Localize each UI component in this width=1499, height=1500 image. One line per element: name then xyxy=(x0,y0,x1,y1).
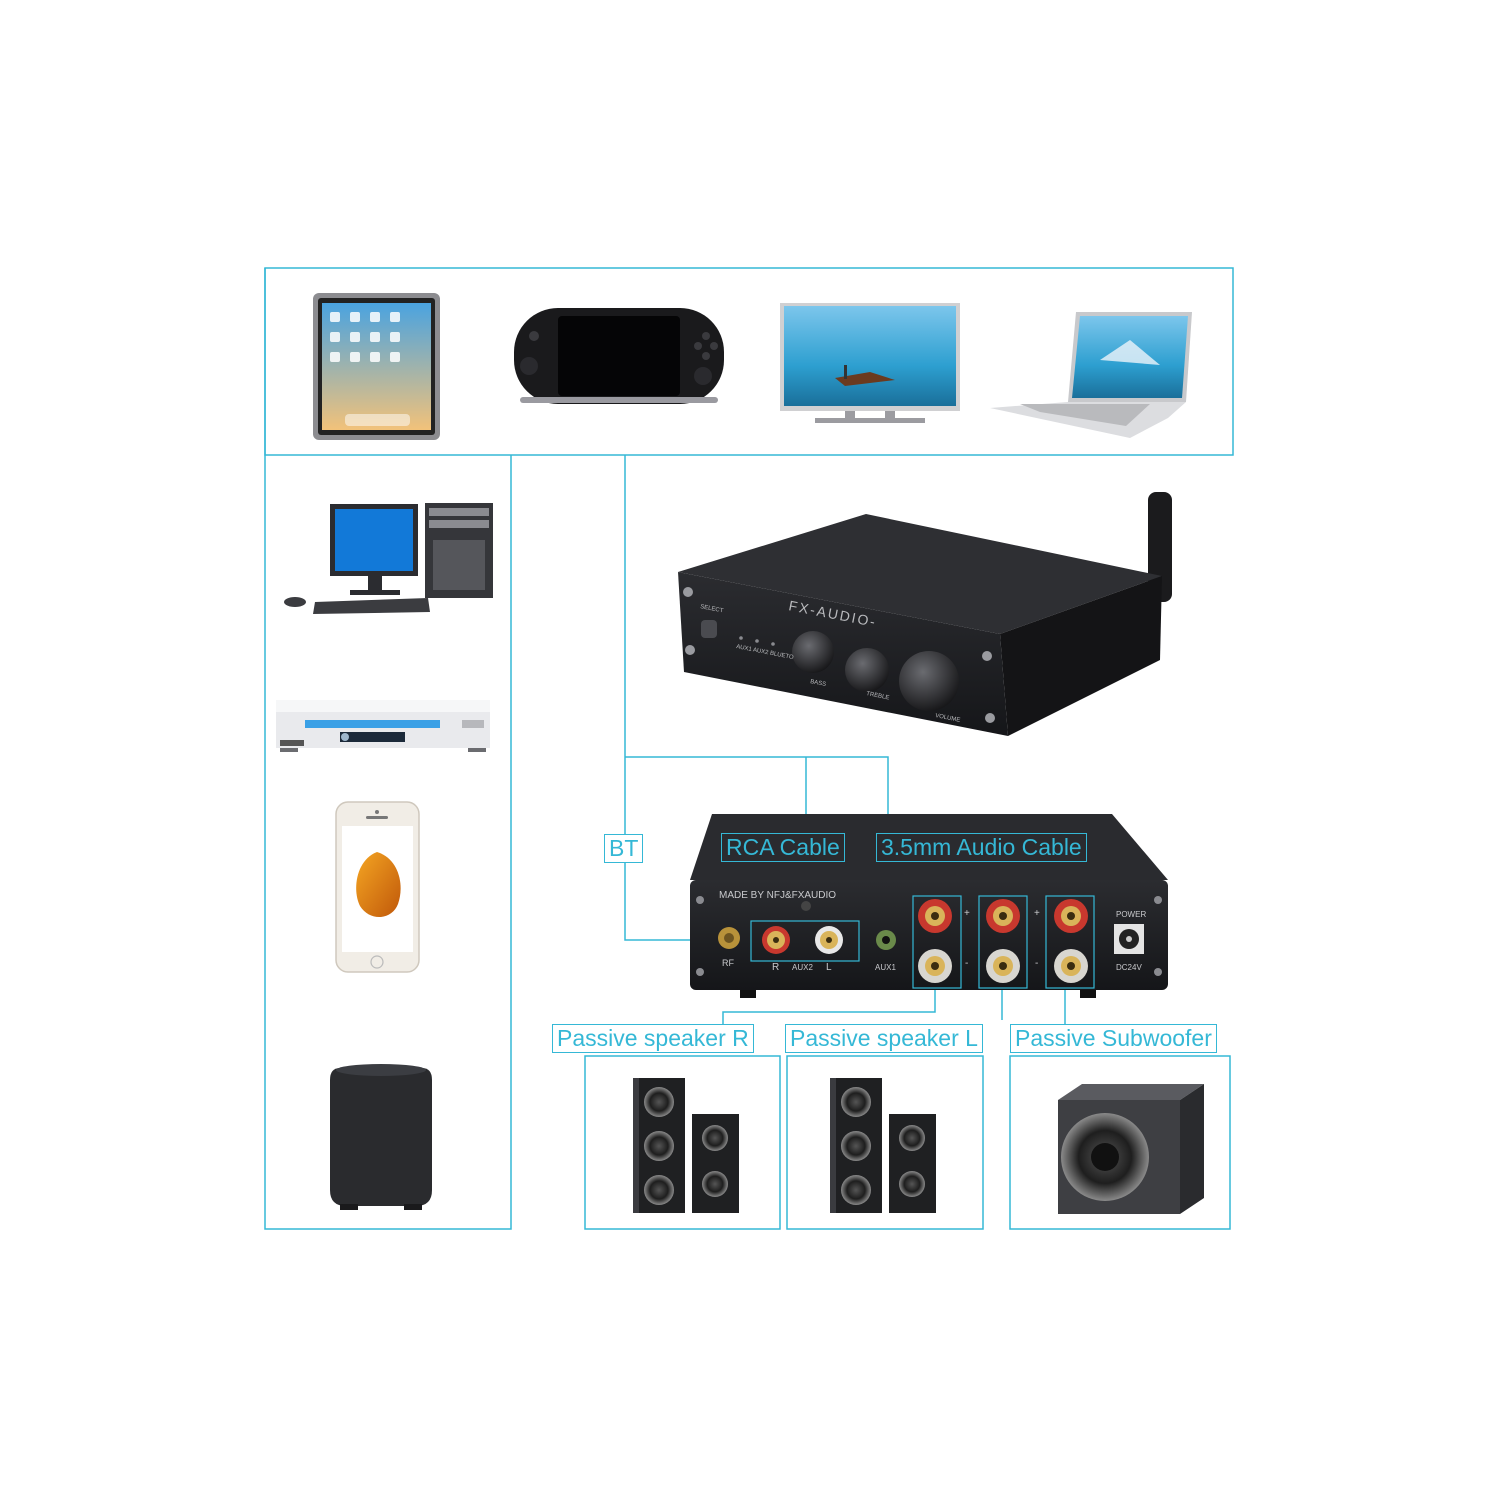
bt-callout: BT xyxy=(604,834,644,863)
speaker-terminals xyxy=(918,899,1088,983)
terminal-minus-2: - xyxy=(1035,958,1038,969)
speaker-l-callout: Passive speaker L xyxy=(785,1024,983,1053)
power-label: POWER xyxy=(1116,910,1146,919)
speaker-r-callout: Passive speaker R xyxy=(552,1024,754,1053)
bookshelf-speakers-icon xyxy=(633,1078,739,1213)
terminal-plus-1: + xyxy=(964,908,970,919)
rf-label: RF xyxy=(722,958,734,968)
select-label: SELECT xyxy=(700,604,724,614)
smartphone-icon xyxy=(335,801,420,973)
rca-jack-r xyxy=(762,926,790,954)
amplifier-back: MADE BY NFJ&FXAUDIO RF R AUX2 L AUX1 POW… xyxy=(690,814,1168,998)
laptop-icon xyxy=(990,312,1192,438)
dc-power-jack xyxy=(1114,924,1144,954)
volume-label: VOLUME xyxy=(935,713,961,724)
terminal-plus-2: + xyxy=(1034,908,1040,919)
rca-jack-l xyxy=(815,926,843,954)
terminal-minus-1: - xyxy=(965,958,968,969)
rca-cable-callout: RCA Cable xyxy=(721,833,845,862)
tv-icon xyxy=(780,303,960,423)
tablet-icon xyxy=(313,293,440,440)
aux2-r-label: R xyxy=(772,962,779,973)
aux2-l-label: L xyxy=(826,962,832,973)
subwoofer-icon xyxy=(1058,1084,1204,1214)
amplifier-front: FX-AUDIO- SELECT AUX1 AUX2 BLUETO BASS T… xyxy=(678,492,1172,736)
smart-speaker-icon xyxy=(330,1064,432,1210)
subwoofer-callout: Passive Subwoofer xyxy=(1010,1024,1217,1053)
aux-cable-callout: 3.5mm Audio Cable xyxy=(876,833,1087,862)
desktop-computer-icon xyxy=(284,503,493,614)
treble-label: TREBLE xyxy=(866,691,890,701)
rf-antenna-jack xyxy=(718,927,740,949)
aux2-label: AUX2 xyxy=(792,963,813,972)
bass-label: BASS xyxy=(810,679,827,688)
maker-label: MADE BY NFJ&FXAUDIO xyxy=(719,890,836,901)
dc-label: DC24V xyxy=(1116,963,1142,972)
dvd-player-icon xyxy=(276,700,490,752)
aux1-label: AUX1 xyxy=(875,963,896,972)
aux1-jack xyxy=(876,930,896,950)
handheld-console-icon xyxy=(514,308,724,404)
bookshelf-speakers-icon xyxy=(830,1078,936,1213)
